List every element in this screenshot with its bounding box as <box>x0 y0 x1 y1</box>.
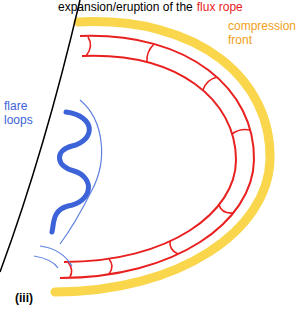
flare-loop-thin <box>40 246 72 266</box>
flare-loops-thick <box>52 112 89 232</box>
rope-tie <box>147 44 154 62</box>
rope-tie <box>232 130 250 135</box>
flux-rope-ties <box>68 37 250 277</box>
rope-tie <box>86 37 91 56</box>
region-label: compression front <box>228 20 296 48</box>
panel-label: (iii) <box>15 292 33 306</box>
flux-rope-inner <box>64 56 236 262</box>
figure-title-highlight: flux rope <box>197 1 243 15</box>
rope-tie <box>170 241 178 254</box>
rope-tie <box>203 77 217 90</box>
region-label: flare loops <box>4 100 33 128</box>
rope-tie <box>219 205 233 213</box>
figure-title: expansion/eruption of the <box>58 1 193 15</box>
flare-loop-thin <box>34 256 58 268</box>
solar-limb <box>0 0 80 272</box>
flux-rope-outer <box>60 36 254 278</box>
compression-front-band <box>55 22 270 292</box>
rope-tie <box>109 259 112 274</box>
